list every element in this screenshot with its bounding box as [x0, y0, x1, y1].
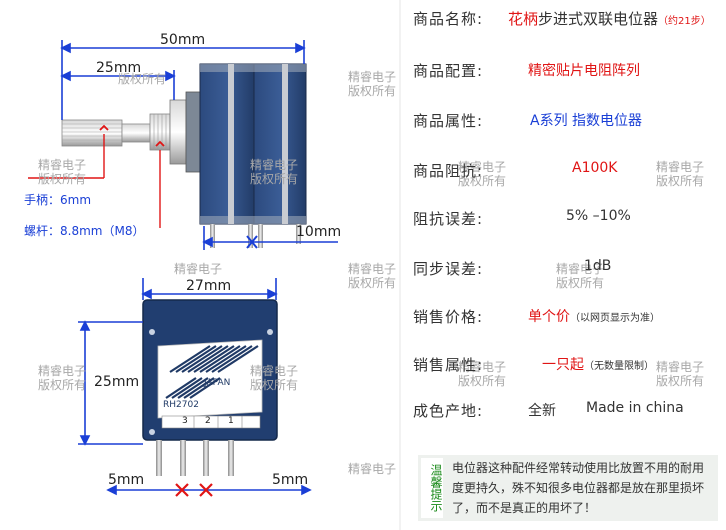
dim-bolt: 螺杆：8.8mm（M8）	[24, 224, 145, 238]
spec-label-impedance: 商品阻抗:	[413, 162, 484, 180]
watermark: 精睿电子	[348, 262, 397, 276]
spec-label-sales: 销售属性:	[413, 356, 484, 374]
watermark: 版权所有	[250, 172, 299, 186]
spec-label-attribute: 商品属性:	[413, 112, 484, 130]
spec-value-name: 花柄步进式双联电位器（约21步）	[508, 10, 711, 28]
dimension-lines-bottom	[78, 278, 312, 496]
label-model: RH2702	[163, 400, 199, 410]
spec-value-sales: 一只起（无数量限制）	[542, 357, 654, 373]
pin-label-2: 2	[205, 416, 211, 426]
watermark: 版权所有	[656, 374, 705, 388]
watermark: 版权所有	[556, 276, 605, 290]
spec-value-sync: 1dB	[584, 258, 612, 274]
watermark: 精睿电子	[38, 158, 87, 172]
spec-value-impedance: A100K	[572, 160, 618, 176]
body-front	[199, 63, 255, 225]
watermark: 精睿电子	[174, 262, 223, 276]
watermark: 精睿电子	[348, 70, 397, 84]
spec-value-made-in: Made in china	[586, 400, 684, 416]
callout-lines	[28, 124, 165, 228]
dim-pin-offset: 10mm	[296, 224, 342, 240]
spec-value-condition: 全新	[528, 403, 556, 419]
notice-tag: 温馨提示	[421, 458, 443, 518]
dim-body-height: 25mm	[94, 374, 140, 390]
watermark: 精睿电子	[656, 160, 705, 174]
pin-label-3: 3	[182, 416, 188, 426]
dim-shaft-length: 25mm	[96, 60, 142, 76]
knurled-shaft	[61, 119, 123, 147]
side-view	[61, 63, 307, 248]
dim-pin-right: 5mm	[272, 472, 309, 488]
threaded-bolt	[149, 113, 171, 151]
watermark: 精睿电子	[250, 364, 299, 378]
spec-value-config: 精密贴片电阻阵列	[528, 63, 640, 79]
notice-text: 电位器这种配件经常转动使用比放置不用的耐用度更持久，殊不知很多电位器都是放在那里…	[452, 461, 705, 515]
watermark: 精睿电子	[458, 160, 507, 174]
dim-handle: 手柄：6mm	[24, 193, 92, 207]
spec-value-tolerance: 5% –10%	[566, 208, 631, 224]
watermark: 精睿电子	[556, 262, 605, 276]
watermark: 版权所有	[656, 174, 705, 188]
front-view	[142, 299, 278, 476]
dim-body-width: 27mm	[186, 278, 232, 294]
watermark: 精睿电子	[348, 462, 397, 476]
watermark: 版权所有	[250, 378, 299, 392]
watermark: 版权所有	[458, 174, 507, 188]
spec-label-price: 销售价格:	[413, 308, 484, 326]
dimension-lines-top	[60, 40, 338, 250]
spec-value-price: 单个价（以网页显示为准）	[528, 309, 660, 325]
spec-value-attribute: A系列 指数电位器	[530, 113, 643, 129]
watermark: 版权所有	[38, 172, 87, 186]
watermark: 版权所有	[348, 276, 397, 290]
spec-label-config: 商品配置:	[413, 62, 484, 80]
spec-label-origin: 成色产地:	[413, 402, 484, 420]
spec-label-name: 商品名称:	[413, 10, 484, 28]
watermark: 版权所有	[348, 84, 397, 98]
watermark: 精睿电子	[458, 360, 507, 374]
body-rear	[253, 63, 307, 225]
dim-top-width: 50mm	[160, 32, 206, 48]
spec-label-sync: 同步误差:	[413, 260, 484, 278]
watermark: 精睿电子	[250, 158, 299, 172]
watermark: 精睿电子	[656, 360, 705, 374]
watermark: 版权所有	[38, 378, 87, 392]
pin-label-1: 1	[228, 416, 234, 426]
notice-box	[418, 455, 718, 521]
pin-pitch-marks	[175, 483, 213, 497]
watermark: 版权所有	[118, 72, 167, 86]
watermark: 精睿电子	[38, 364, 87, 378]
dim-pin-left: 5mm	[108, 472, 145, 488]
watermark: 版权所有	[458, 374, 507, 388]
spec-label-tolerance: 阻抗误差:	[413, 210, 484, 228]
label-japan: JAPAN	[204, 378, 231, 388]
